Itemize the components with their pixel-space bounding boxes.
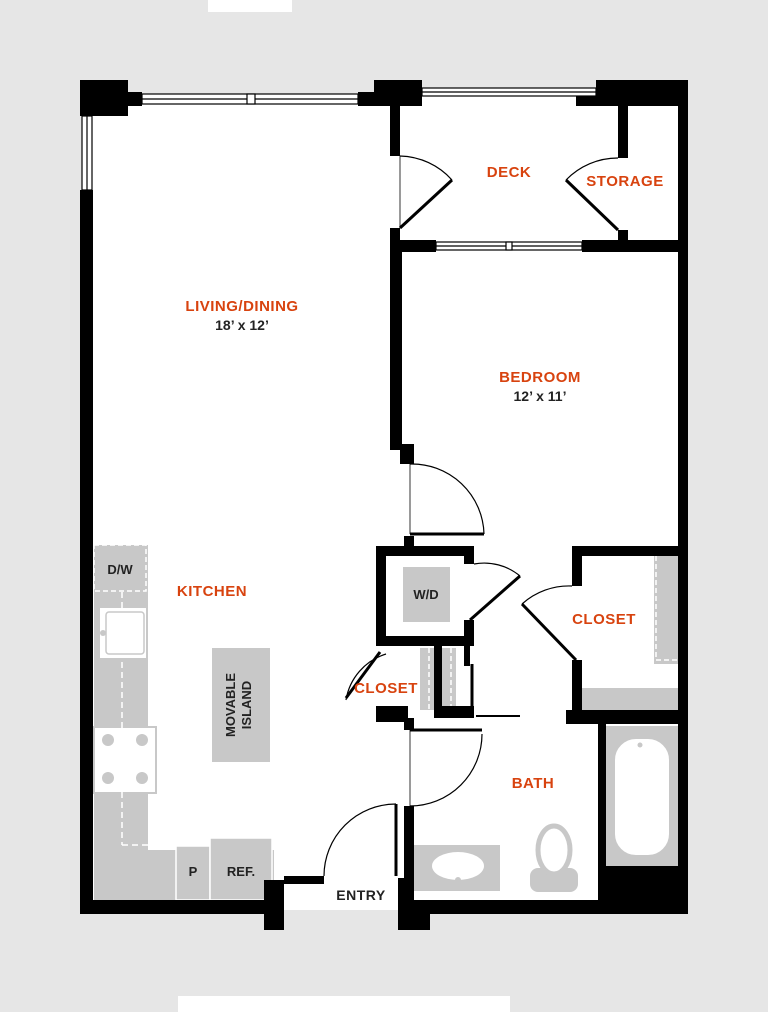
wall-bath-left <box>404 806 414 882</box>
room-label-storage: STORAGE <box>586 173 663 190</box>
dishwasher <box>93 544 147 592</box>
room-dim-bedroom: 12’ x 11’ <box>514 388 567 404</box>
wall-right <box>678 80 688 914</box>
bedroom-closet-shelf <box>654 552 678 664</box>
closet-shelf-right <box>442 648 456 710</box>
wall-bottom-left <box>80 900 264 914</box>
door-hall-closet <box>345 653 387 701</box>
wall-top-right <box>596 80 688 106</box>
wall-left <box>80 190 93 914</box>
label-pantry: P <box>189 864 198 879</box>
label-refrigerator: REF. <box>227 864 255 879</box>
wall-bottom-right <box>406 900 688 914</box>
burner-icon <box>102 772 114 784</box>
door-bedroom-closet <box>521 585 573 605</box>
wall-bedroom-left <box>390 250 402 450</box>
closet-shelf-left <box>420 648 434 710</box>
toilet-tank <box>530 868 578 892</box>
windows <box>81 87 597 251</box>
room-dim-living: 18’ x 12’ <box>215 317 269 333</box>
wall-stub-left <box>264 880 284 930</box>
washer-dryer <box>403 567 450 622</box>
bottom-tab <box>178 996 510 1012</box>
door-bath <box>409 733 483 807</box>
refrigerator <box>209 837 273 901</box>
door-entry <box>323 803 397 877</box>
bedroom-closet-floor <box>582 688 680 710</box>
wall-laundry-top <box>376 546 474 556</box>
label-entry: ENTRY <box>336 887 386 903</box>
room-label-kitchen: KITCHEN <box>177 583 247 600</box>
label-island-line1: MOVABLE <box>223 673 238 737</box>
wall-storage <box>618 94 628 158</box>
room-label-bedroom-closet: CLOSET <box>572 611 636 628</box>
burner-icon <box>102 734 114 746</box>
burner-icon <box>136 734 148 746</box>
label-dishwasher: D/W <box>107 562 133 577</box>
door-storage <box>565 157 619 181</box>
top-tab <box>208 0 292 12</box>
room-label-deck: DECK <box>487 164 532 181</box>
room-label-hall-closet: CLOSET <box>354 680 418 697</box>
kitchen-counter <box>94 545 148 900</box>
room-label-bath: BATH <box>512 775 555 792</box>
label-island-line2: ISLAND <box>239 681 254 729</box>
room-label-bedroom: BEDROOM <box>499 369 581 386</box>
floor-area <box>92 94 680 910</box>
room-label-living: LIVING/DINING <box>185 298 298 315</box>
island-label-group: MOVABLE ISLAND <box>223 673 254 737</box>
wall-deck-left-top <box>390 94 400 156</box>
label-washer-dryer: W/D <box>413 587 438 602</box>
wall-bedroom-closet-top <box>572 546 680 556</box>
wall-deck-bottom <box>582 240 680 252</box>
door-deck-left <box>399 155 453 181</box>
door-bedroom <box>409 463 485 535</box>
doors[interactable] <box>323 155 620 877</box>
burner-icon <box>136 772 148 784</box>
door-laundry <box>473 562 521 577</box>
fixture-details <box>100 556 678 883</box>
movable-island <box>212 648 270 762</box>
walls <box>80 80 688 930</box>
